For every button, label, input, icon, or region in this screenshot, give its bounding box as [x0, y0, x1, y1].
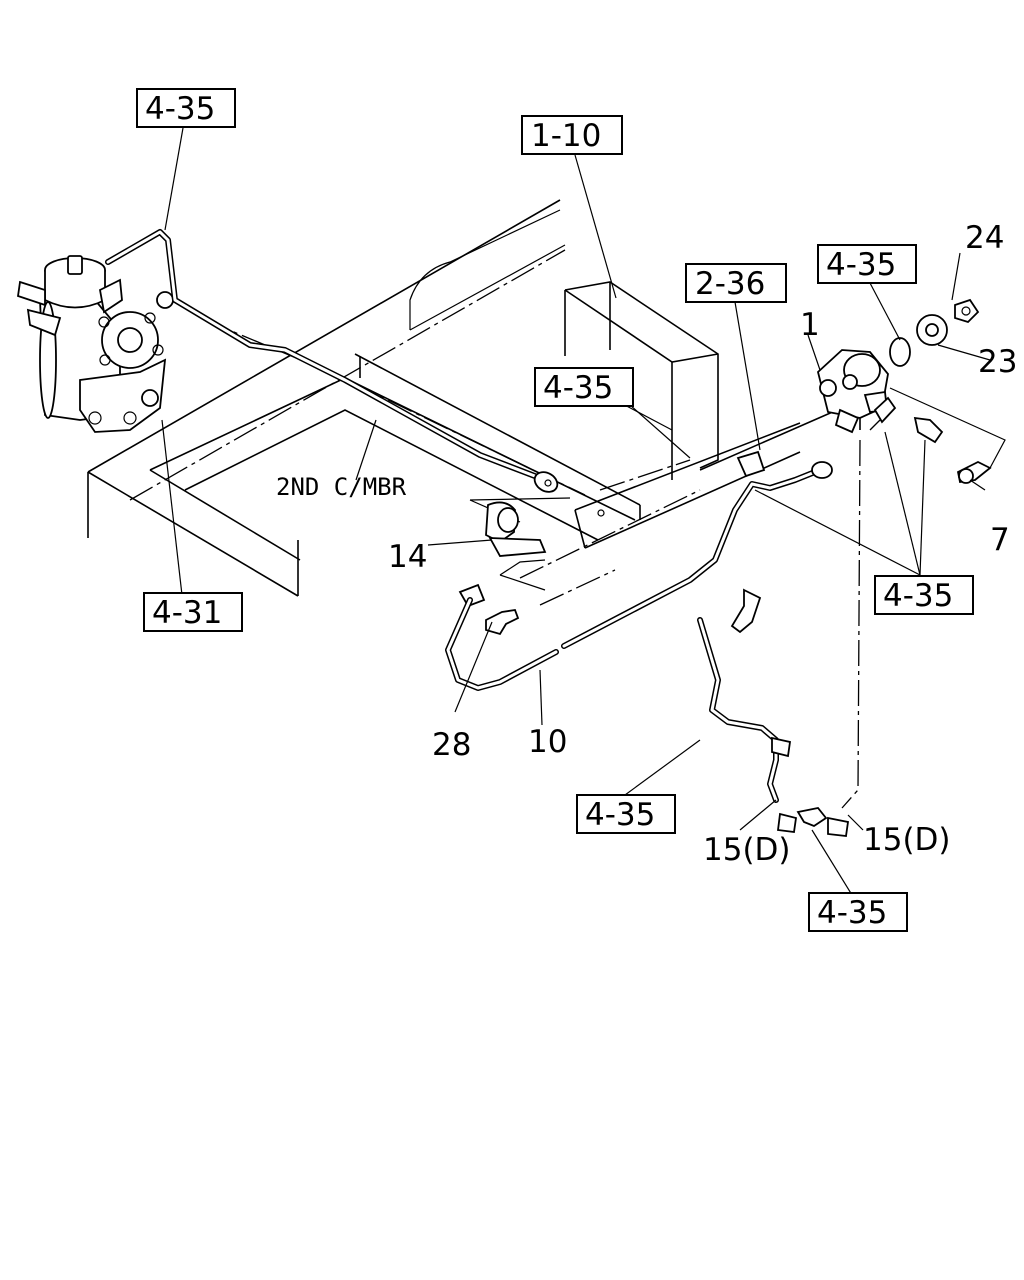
- svg-text:4-31: 4-31: [152, 595, 222, 631]
- callout-28: 28: [432, 727, 471, 763]
- return-pipe: [105, 229, 559, 493]
- ref-box-4-35-right[interactable]: 4-35: [874, 575, 974, 615]
- ref-box-4-35-top-left[interactable]: 4-35: [136, 88, 236, 128]
- svg-text:1-10: 1-10: [531, 118, 601, 154]
- lower-pipe: [697, 588, 850, 837]
- svg-text:4-35: 4-35: [145, 91, 215, 127]
- frame-centerlines: [129, 249, 701, 606]
- pump-assembly: [816, 298, 1006, 484]
- callout-7: 7: [990, 522, 1010, 558]
- callout-15d-right: 15(D): [863, 822, 951, 858]
- ref-box-4-35-lower[interactable]: 4-35: [576, 794, 676, 834]
- ref-box-4-35-bottom[interactable]: 4-35: [808, 892, 908, 932]
- callout-15d-left: 15(D): [703, 832, 791, 868]
- frame-outline: [87, 199, 861, 597]
- svg-text:2-36: 2-36: [695, 266, 765, 302]
- ref-box-4-35-center[interactable]: 4-35: [534, 367, 634, 407]
- steering-gear-box: [17, 255, 174, 433]
- ref-box-1-10[interactable]: 1-10: [521, 115, 623, 155]
- ref-box-2-36[interactable]: 2-36: [685, 263, 787, 303]
- callout-10: 10: [528, 724, 567, 760]
- callout-24: 24: [965, 220, 1004, 256]
- ref-box-4-35-top-right[interactable]: 4-35: [817, 244, 917, 284]
- clamp-fitting: [458, 497, 605, 636]
- svg-text:4-35: 4-35: [817, 895, 887, 931]
- callout-14: 14: [388, 539, 427, 575]
- svg-text:4-35: 4-35: [585, 797, 655, 833]
- svg-text:4-35: 4-35: [543, 370, 613, 406]
- cross-member-label: 2ND C/MBR: [276, 473, 407, 501]
- callout-23: 23: [978, 344, 1017, 380]
- leader-lines: [161, 127, 991, 896]
- callout-1: 1: [800, 307, 820, 343]
- svg-text:4-35: 4-35: [883, 578, 953, 614]
- hose: [445, 450, 833, 691]
- right-guide-lines: [841, 419, 881, 809]
- svg-text:4-35: 4-35: [826, 247, 896, 283]
- ref-box-4-31[interactable]: 4-31: [143, 592, 243, 632]
